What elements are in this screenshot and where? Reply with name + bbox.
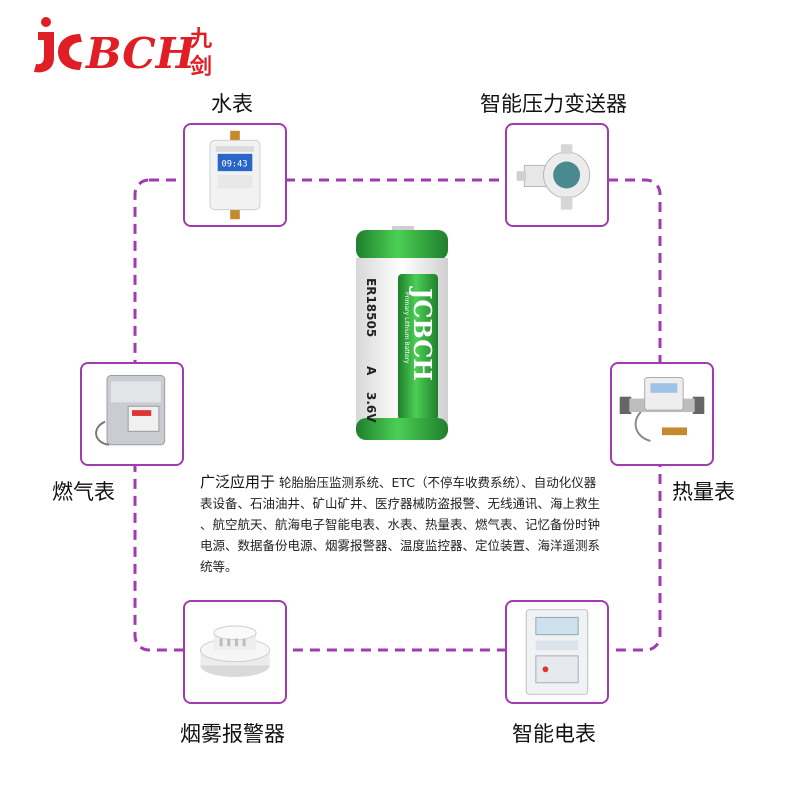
svg-text:09:43: 09:43 [222,159,248,169]
description-line-1: 广泛应用于 轮胎胎压监测系统、ETC（不停车收费系统）、自动化仪器 [200,472,620,493]
description-line-5: 统等。 [200,559,238,574]
gas-meter-frame [80,362,184,466]
label-smoke: 烟雾报警器 [180,722,285,746]
label-pressure: 智能压力变送器 [480,92,627,116]
description-line-2: 表设备、石油油井、矿山矿井、医疗器械防盗报警、无线通讯、海上救生 [200,496,601,511]
label-gas: 燃气表 [52,480,115,504]
label-water: 水表 [211,92,253,116]
application-description: 广泛应用于 轮胎胎压监测系统、ETC（不停车收费系统）、自动化仪器 表设备、石油… [200,472,620,577]
water-meter-image: 09:43 [209,130,261,220]
heat-meter-image [619,376,705,442]
smoke-alarm-image [199,625,271,677]
brand-logo: BCH 九 剑 [34,17,212,80]
smoke-alarm-frame [183,600,287,704]
battery-voltage-text: 3.6V [364,392,378,423]
label-electric: 智能电表 [512,722,596,746]
battery-subtitle-text: Primary Lithium Battery [403,292,410,364]
description-line-3: 、航空航天、航海电子智能电表、水表、热量表、燃气表、记忆备份时钟 [200,517,601,532]
electric-meter-image [525,609,589,695]
er18505-battery-image: ER18505 A 3.6V Primary Lithium Battery J… [356,226,448,440]
logo-chinese-1: 九 [189,27,212,52]
battery-grade-text: A [364,366,378,376]
label-heat: 热量表 [672,480,735,504]
description-line-1-text: 轮胎胎压监测系统、ETC（不停车收费系统）、自动化仪器 [279,475,597,490]
battery-brand-text: JCBCH [408,286,437,381]
pressure-transmitter-frame [505,123,609,227]
logo-brand-text: BCH [85,29,197,78]
gas-meter-image [95,375,166,446]
pressure-transmitter-image [516,144,591,210]
electric-meter-frame [505,600,609,704]
description-line-4: 电源、数据备份电源、烟雾报警器、温度监控器、定位装置、海洋遥测系 [200,538,601,553]
description-lead: 广泛应用于 [200,473,276,491]
logo-chinese-2: 剑 [189,54,212,80]
battery-model-text: ER18505 [364,278,378,337]
water-meter-frame: 09:43 [183,123,287,227]
heat-meter-frame [610,362,714,466]
